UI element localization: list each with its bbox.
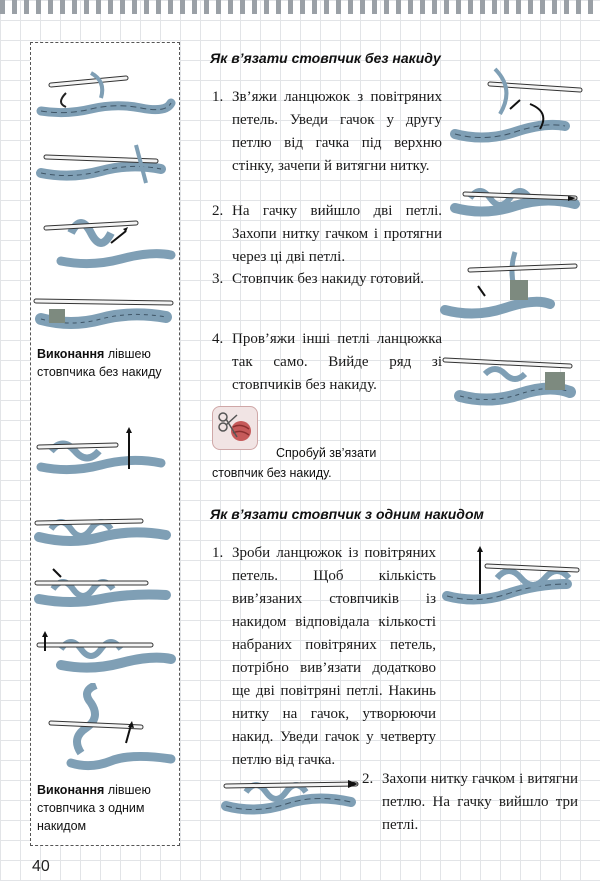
step-number: 4.: [212, 331, 224, 347]
sidebar-illustration-1: [36, 71, 176, 118]
tip-line-1: Спробуй зв’язати: [276, 446, 377, 460]
sidebar-illustration-9: [48, 683, 176, 771]
notebook-spiral: [0, 0, 600, 14]
step-text: Стовпчик без накиду готовий.: [232, 271, 425, 287]
sidebar-caption-2: Виконання лівшею стовпчика з одним накид…: [37, 781, 177, 835]
step4-illustration: [442, 357, 576, 406]
left-handed-sidebar: Виконання лівшею стовпчика без накиду: [30, 42, 180, 846]
sidebar-caption-1-rest: лівшею стовпчика без накиду: [37, 347, 162, 379]
page-number: 40: [32, 858, 50, 875]
sidebar-illustration-2: [36, 144, 166, 184]
sidebar-caption-2-rest: лівшею стовпчика з одним накидом: [37, 783, 151, 833]
tip-line-2: стовпчик без накиду.: [212, 466, 332, 480]
step-text: Зроби ланцюжок із повітряних петель. Щоб…: [232, 545, 436, 768]
section1-step-1: 1. Зв’яжи ланцюжок з повітряних петель. …: [212, 86, 442, 178]
sidebar-illustration-5: [36, 427, 166, 475]
section2-step-2: 2. Захопи нитку гачком і витягни петлю. …: [362, 768, 578, 837]
step-number: 2.: [362, 771, 374, 787]
section2-heading: Як в’язати стовпчик з одним накидом: [210, 506, 484, 522]
step-number: 1.: [212, 545, 224, 561]
section1-heading: Як в’язати стовпчик без накиду: [210, 50, 441, 66]
step3-illustration: [440, 251, 578, 319]
step-text: Пров’яжи інші петлі ланцюжка так само. В…: [232, 331, 442, 393]
sidebar-caption-1: Виконання лівшею стовпчика без накиду: [37, 345, 177, 381]
sidebar-illustration-8: [36, 631, 176, 673]
double-crochet-step2-illustration: [221, 780, 359, 815]
sidebar-caption-1-bold: Виконання: [37, 347, 105, 361]
step-number: 3.: [212, 271, 224, 287]
step-number: 1.: [212, 89, 224, 105]
double-crochet-step1-illustration: [442, 546, 580, 605]
sidebar-caption-2-bold: Виконання: [37, 783, 105, 797]
sidebar-illustration-4: [33, 298, 174, 329]
step1-illustration: [450, 67, 583, 143]
section1-step-3: 3. Стовпчик без накиду готовий.: [212, 268, 442, 291]
sidebar-illustration-7: [34, 568, 171, 607]
step-text: Зв’яжи ланцюжок з повітряних петель. Уве…: [232, 89, 442, 174]
section2-step-1: 1. Зроби ланцюжок із повітряних петель. …: [212, 542, 436, 772]
step-number: 2.: [212, 203, 224, 219]
step-text: Захопи нитку гачком і витягни петлю. На …: [382, 771, 578, 833]
step-text: На гачку вийшло дві петлі. Захопи нитку …: [232, 203, 442, 265]
step2-illustration: [450, 188, 580, 217]
sidebar-illustration-6: [34, 518, 171, 546]
section1-step-2: 2. На гачку вийшло дві петлі. Захопи нит…: [212, 200, 442, 269]
scissors-yarn-icon: [212, 406, 258, 450]
sidebar-illustration-3: [43, 219, 176, 269]
section1-step-4: 4. Пров’яжи інші петлі ланцюжка так само…: [212, 328, 442, 397]
try-it-tip: Спробуй зв’язати стовпчик без накиду.: [212, 406, 412, 480]
scissors-yarn-icon-graphic: [218, 412, 251, 441]
